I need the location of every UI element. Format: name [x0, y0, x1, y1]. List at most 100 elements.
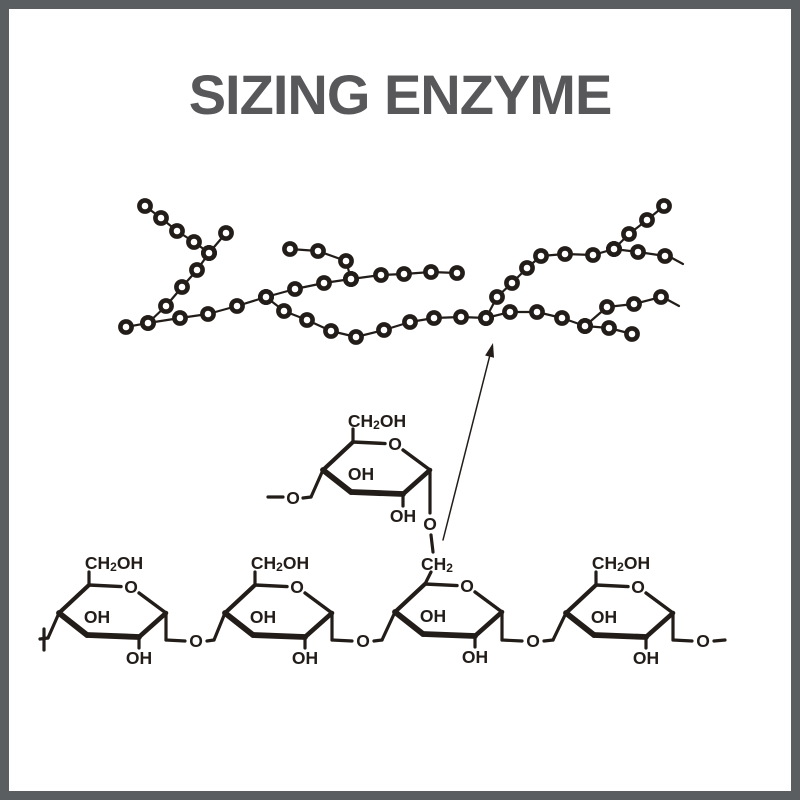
glycosidic-oxygen-label: O [526, 631, 540, 651]
top-group-label: CH2OH [85, 553, 143, 574]
top-group-label: CH2OH [348, 411, 406, 432]
arrow-head [485, 343, 495, 358]
top-group-label: CH2 [421, 554, 453, 575]
glucose-bead [554, 310, 570, 326]
ring-edge [56, 582, 92, 616]
ring-edge [591, 632, 649, 640]
ring-oxygen-label: O [290, 577, 304, 597]
hydroxyl-label: OH [462, 647, 488, 667]
hydroxyl-label: OH [84, 607, 110, 627]
glucose-bead [218, 225, 234, 241]
glucose-bead [338, 253, 354, 269]
hydroxyl-label: OH [420, 606, 446, 626]
ring-edge [563, 610, 597, 638]
glucose-bead [323, 323, 339, 339]
ring-oxygen-label: O [124, 577, 138, 597]
page-title: SIZING ENZYME [188, 63, 613, 126]
glucose-bead [533, 248, 549, 264]
chain-tail [666, 298, 681, 308]
glucose-bead [656, 198, 672, 214]
glucose-bead [299, 312, 315, 328]
bond [712, 638, 727, 643]
hydroxyl-label: OH [390, 506, 416, 526]
magnification-arrow [442, 343, 495, 541]
polymer-bead-chain [118, 198, 685, 345]
bond [164, 638, 187, 643]
ring-edge [253, 583, 289, 589]
glucose-bead [118, 319, 134, 335]
glucose-bead [153, 210, 169, 226]
glucose-bead [316, 275, 332, 291]
arrow-shaft [442, 352, 492, 541]
glucose-bead [200, 306, 216, 322]
ring-edge [473, 590, 504, 614]
hydroxyl-label: OH [591, 607, 617, 627]
hydroxyl-label: OH [292, 648, 318, 668]
ring-edge [250, 632, 308, 640]
glucose-bead [630, 244, 646, 260]
bond [380, 610, 397, 642]
ring-oxygen-label: O [388, 434, 402, 454]
ring-edge [137, 591, 168, 615]
hydroxyl-label: OH [126, 648, 152, 668]
ring-edge [320, 439, 356, 473]
glucose-bead [373, 267, 389, 283]
ring-edge [644, 591, 675, 615]
glucose-bead [621, 226, 637, 242]
bond [500, 638, 524, 643]
glucose-bead [504, 275, 520, 291]
ring-edge [423, 582, 459, 588]
glucose-bead [626, 296, 642, 312]
bond [671, 638, 694, 643]
glucose-bead [657, 248, 673, 264]
glycosidic-oxygen-label: O [356, 631, 370, 651]
ring-oxygen-label: O [460, 576, 474, 596]
bond [309, 468, 325, 499]
hydroxyl-label: OH [633, 648, 659, 668]
glucose-bead [140, 315, 156, 331]
glucose-bead [201, 245, 217, 261]
glucose-bead [606, 241, 622, 257]
ring-edge [320, 467, 354, 495]
top-group-label: CH2OH [251, 553, 309, 574]
glucose-bead [601, 320, 617, 336]
starch-chemical-structure: OCH2OHOHOHOCH2OHOHOHOCH2OHOHOCH2OHOHOHOC… [38, 411, 727, 668]
glucose-bead [639, 212, 655, 228]
ring-edge [594, 583, 630, 589]
glucose-bead [276, 303, 292, 319]
ring-edge [401, 448, 432, 472]
glucose-bead [229, 298, 245, 314]
glucose-bead [348, 329, 364, 345]
ring-edge [136, 610, 169, 640]
hydroxyl-label: OH [348, 464, 374, 484]
glucose-bead [287, 281, 303, 297]
glucose-bead [478, 310, 494, 326]
ring-edge [472, 609, 505, 639]
ring-edge [302, 610, 335, 640]
ring-edge [420, 631, 478, 639]
bond [330, 638, 354, 643]
glucose-bead [258, 289, 274, 305]
glucose-bead [489, 289, 505, 305]
ring-edge [563, 582, 599, 616]
bond [551, 611, 568, 642]
glucose-bead [158, 298, 174, 314]
bond [46, 611, 61, 640]
glucose-bead [423, 264, 439, 280]
glucose-bead [172, 310, 188, 326]
glucose-bead [376, 322, 392, 338]
glucose-bead [519, 260, 535, 276]
glucose-bead [396, 266, 412, 282]
ring-edge [84, 632, 142, 640]
glucose-bead [502, 304, 518, 320]
ring-edge [222, 582, 258, 616]
ring-edge [303, 591, 334, 615]
hydroxyl-label: OH [250, 607, 276, 627]
ring-edge [351, 440, 387, 446]
glucose-bead [599, 299, 615, 315]
ring-edge [222, 610, 256, 638]
ring-edge [56, 610, 90, 638]
glucose-bead [189, 262, 205, 278]
ring-oxygen-label: O [631, 577, 645, 597]
